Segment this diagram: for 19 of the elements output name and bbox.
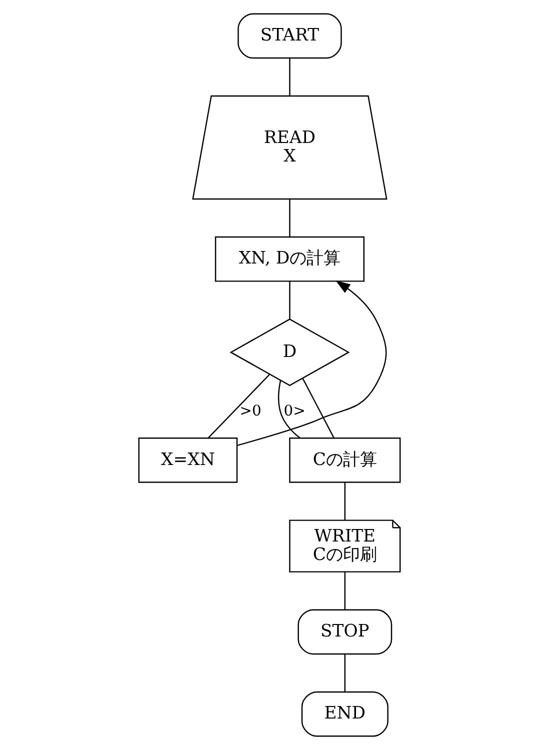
connector xyxy=(302,378,334,438)
connector xyxy=(344,572,346,610)
connector xyxy=(277,380,300,438)
connector xyxy=(288,199,290,237)
node-box: X=XN xyxy=(138,438,238,483)
edge-label: >0 xyxy=(239,402,261,420)
node-box: START xyxy=(237,13,342,59)
connector xyxy=(288,281,290,320)
arrow xyxy=(236,280,386,446)
connector xyxy=(207,374,270,438)
connector xyxy=(288,58,290,96)
connector xyxy=(344,654,346,692)
node-box: Cの計算 xyxy=(288,438,400,483)
node-box: END xyxy=(300,691,388,737)
connector xyxy=(344,482,346,520)
node-box: XN, Dの計算 xyxy=(214,236,364,282)
edge-label: 0> xyxy=(283,402,305,420)
node-box: STOP xyxy=(297,609,392,655)
node-diamond: D xyxy=(229,318,350,386)
